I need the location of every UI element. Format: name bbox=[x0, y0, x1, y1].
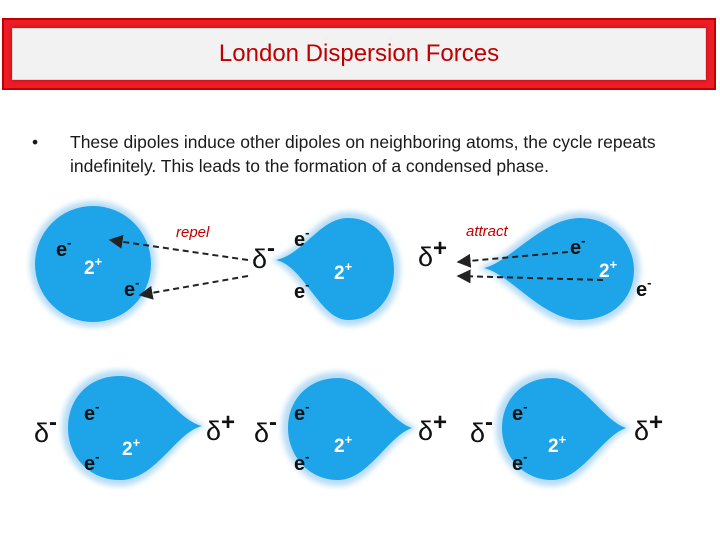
repel-arrow-upper bbox=[108, 234, 249, 261]
nucleus-label: 2+ bbox=[84, 254, 103, 279]
electron-label: e- bbox=[294, 225, 309, 251]
nucleus-label: 2+ bbox=[334, 259, 353, 284]
partial-charge-label: δ+ bbox=[418, 235, 447, 272]
nucleus-label: 2+ bbox=[334, 432, 353, 457]
attract-label: attract bbox=[466, 223, 509, 240]
title-box: London Dispersion Forces bbox=[12, 28, 706, 80]
partial-charge-label: δ- bbox=[34, 409, 57, 448]
partial-charge-label: δ+ bbox=[206, 409, 235, 446]
partial-charge-label: δ- bbox=[254, 409, 277, 448]
electron-label: e- bbox=[124, 275, 139, 301]
title-bar: London Dispersion Forces bbox=[2, 18, 716, 90]
electron-label: e- bbox=[512, 449, 527, 475]
nucleus-label: 2+ bbox=[548, 432, 567, 457]
electron-label: e- bbox=[636, 275, 651, 301]
nucleus-label: 2+ bbox=[122, 435, 141, 460]
repel-arrow-lower bbox=[138, 275, 249, 300]
atom-top-3 bbox=[478, 212, 640, 326]
bullet-point: • These dipoles induce other dipoles on … bbox=[32, 130, 682, 178]
partial-charge-label: δ- bbox=[252, 235, 275, 274]
slide-title: London Dispersion Forces bbox=[218, 40, 500, 67]
electron-label: e- bbox=[84, 449, 99, 475]
bullet-icon: • bbox=[32, 132, 39, 152]
electron-label: e- bbox=[294, 277, 309, 303]
electron-label: e- bbox=[84, 399, 99, 425]
partial-charge-label: δ+ bbox=[418, 409, 447, 446]
partial-charge-label: δ+ bbox=[634, 409, 663, 446]
atom-bottom-2 bbox=[282, 372, 418, 486]
electron-label: e- bbox=[512, 399, 527, 425]
electron-label: e- bbox=[570, 233, 585, 259]
attract-arrow-upper bbox=[456, 251, 569, 268]
atom-top-2 bbox=[270, 212, 400, 326]
electron-label: e- bbox=[294, 399, 309, 425]
attract-arrow-lower bbox=[456, 269, 604, 284]
atom-bottom-1 bbox=[62, 370, 208, 486]
electron-label: e- bbox=[56, 235, 71, 261]
nucleus-label: 2+ bbox=[599, 257, 618, 282]
electron-label: e- bbox=[294, 449, 309, 475]
repel-label: repel bbox=[176, 224, 210, 241]
atom-bottom-3 bbox=[496, 372, 632, 486]
bullet-text: These dipoles induce other dipoles on ne… bbox=[70, 132, 656, 176]
partial-charge-label: δ- bbox=[470, 409, 493, 448]
